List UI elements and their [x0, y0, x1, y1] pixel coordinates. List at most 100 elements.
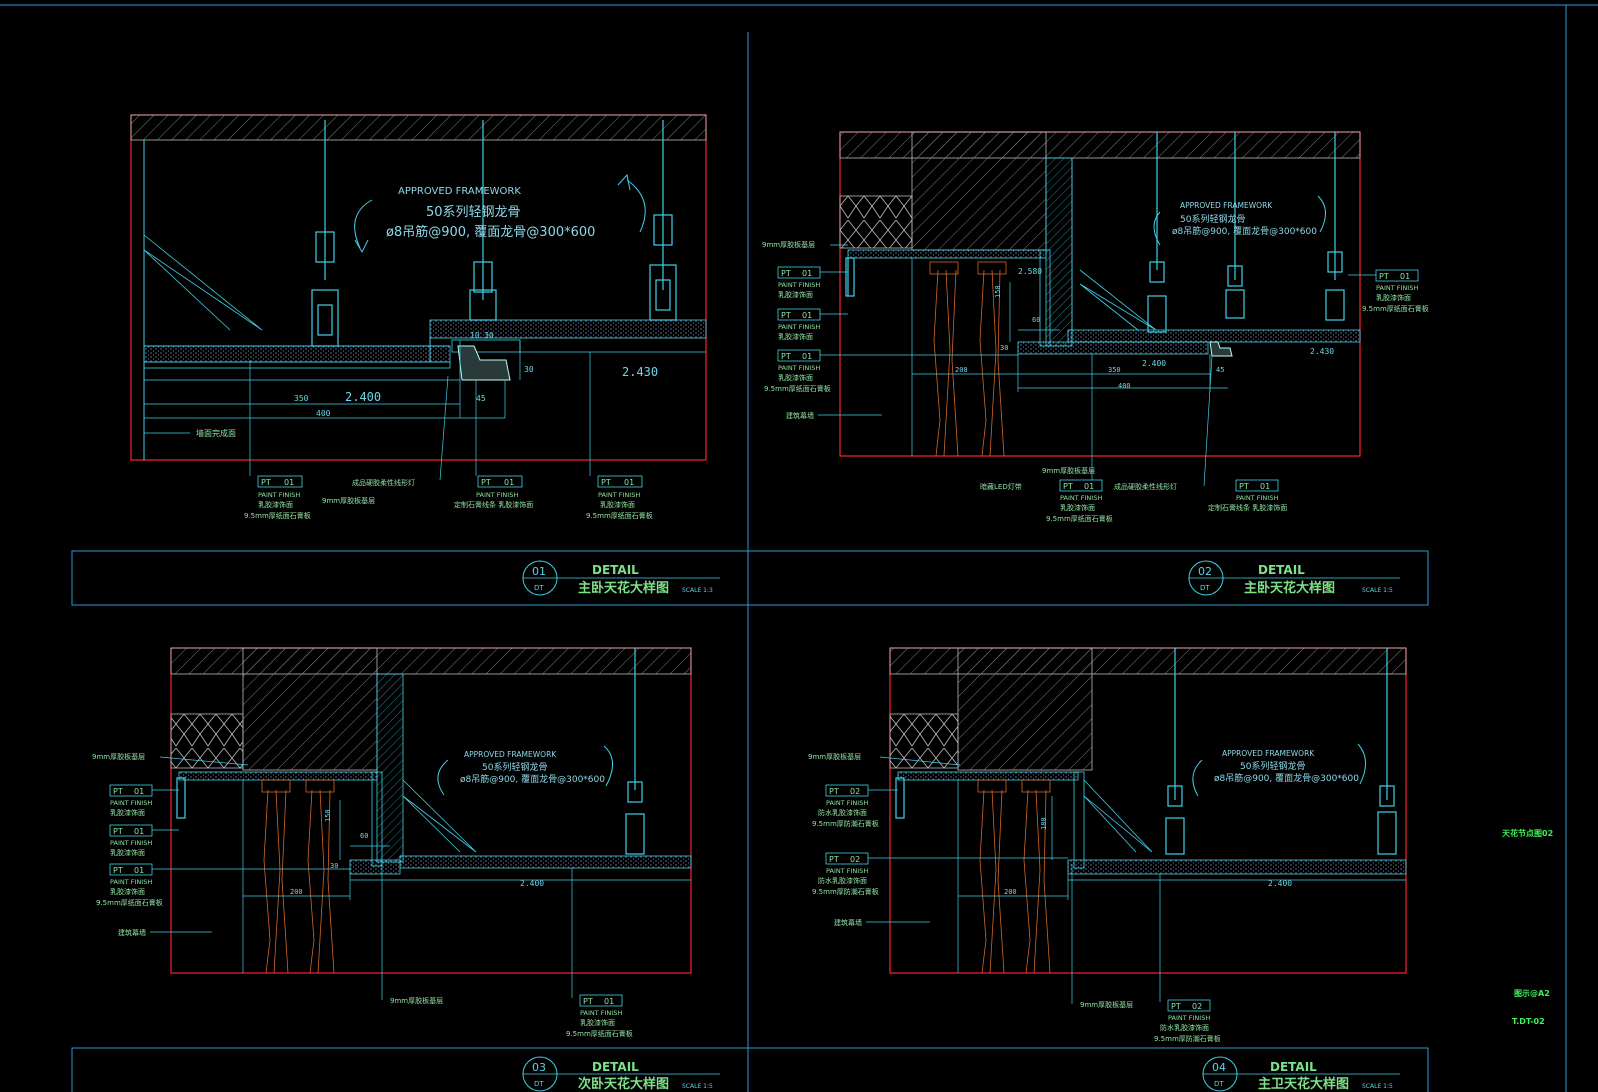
svg-text:150: 150	[994, 285, 1002, 298]
svg-text:01: 01	[134, 827, 144, 836]
pt-tag-left: PT 02 PAINT FINISH 防水乳胶漆饰面 9.5mm厚防潮石膏板	[812, 784, 898, 828]
svg-text:PT: PT	[829, 787, 839, 796]
svg-text:PT: PT	[113, 866, 123, 875]
svg-text:PAINT FINISH: PAINT FINISH	[778, 323, 820, 331]
hidden-led-label: 暗藏LED灯带	[980, 482, 1022, 491]
paper-size: 图示@A2	[1514, 989, 1550, 998]
dim-c: 45	[476, 394, 486, 403]
svg-text:防水乳胶漆饰面: 防水乳胶漆饰面	[818, 808, 867, 817]
svg-text:02: 02	[1198, 565, 1212, 578]
svg-text:ø8吊筋@900, 覆面龙骨@300*600: ø8吊筋@900, 覆面龙骨@300*600	[460, 773, 605, 785]
svg-text:50系列轻钢龙骨: 50系列轻钢龙骨	[1240, 760, 1305, 772]
svg-text:PT: PT	[583, 997, 593, 1006]
svg-text:PT: PT	[1379, 272, 1389, 281]
svg-text:乳胶漆饰面: 乳胶漆饰面	[1060, 503, 1095, 512]
svg-text:APPROVED FRAMEWORK: APPROVED FRAMEWORK	[1222, 749, 1315, 758]
svg-text:9.5mm厚防潮石膏板: 9.5mm厚防潮石膏板	[812, 887, 879, 896]
pt-tag: PT 01 PAINT FINISH 乳胶漆饰面 9.5mm厚纸面石膏板	[244, 360, 311, 520]
svg-text:01: 01	[1260, 482, 1270, 491]
svg-text:乳胶漆饰面: 乳胶漆饰面	[778, 332, 813, 341]
svg-text:9.5mm厚防潮石膏板: 9.5mm厚防潮石膏板	[812, 819, 879, 828]
led-label: 成品硬胶柔性线形灯	[1114, 482, 1177, 491]
framework-l2: 50系列轻钢龙骨	[426, 205, 521, 220]
svg-text:防水乳胶漆饰面: 防水乳胶漆饰面	[1160, 1023, 1209, 1032]
svg-text:9.5mm厚纸面石膏板: 9.5mm厚纸面石膏板	[1046, 514, 1113, 523]
svg-text:9.5mm厚纸面石膏板: 9.5mm厚纸面石膏板	[96, 898, 163, 907]
svg-text:60: 60	[360, 832, 368, 840]
detail-02-hangers	[845, 132, 1345, 333]
detail-01[interactable]: APPROVED FRAMEWORK 50系列轻钢龙骨 ø8吊筋@900, 覆面…	[130, 114, 720, 596]
svg-text:PAINT FINISH: PAINT FINISH	[110, 799, 152, 807]
svg-text:PT: PT	[1239, 482, 1249, 491]
pt-tag-left: PT 01 PAINT FINISH 乳胶漆饰面	[109, 784, 179, 817]
detail-04-hangers	[895, 648, 1397, 855]
svg-text:9.5mm厚纸面石膏板: 9.5mm厚纸面石膏板	[764, 384, 831, 393]
svg-text:PAINT FINISH: PAINT FINISH	[1060, 494, 1102, 502]
svg-text:乳胶漆饰面: 乳胶漆饰面	[110, 848, 145, 857]
svg-text:乳胶漆饰面: 乳胶漆饰面	[1376, 293, 1411, 302]
svg-text:2.430: 2.430	[1310, 347, 1334, 356]
svg-text:9.5mm厚纸面石膏板: 9.5mm厚纸面石膏板	[566, 1029, 633, 1038]
detail-02[interactable]: APPROVED FRAMEWORK 50系列轻钢龙骨 ø8吊筋@900, 覆面…	[762, 131, 1429, 596]
svg-text:30: 30	[330, 862, 338, 870]
detail-03-dimensions	[242, 780, 691, 973]
detail-03-title-block: 03 DT DETAIL 次卧天花大样图 SCALE 1:5	[522, 1056, 720, 1092]
dim-f: 30	[484, 331, 494, 340]
detail-01-slab	[130, 114, 707, 141]
svg-text:50系列轻钢龙骨: 50系列轻钢龙骨	[482, 761, 547, 773]
svg-text:SCALE 1:3: SCALE 1:3	[682, 587, 713, 594]
svg-text:乳胶漆饰面: 乳胶漆饰面	[258, 500, 293, 509]
svg-text:乳胶漆饰面: 乳胶漆饰面	[110, 808, 145, 817]
svg-text:APPROVED FRAMEWORK: APPROVED FRAMEWORK	[464, 750, 557, 759]
svg-text:01: 01	[802, 352, 812, 361]
detail-02-dimensions	[911, 258, 1228, 456]
svg-text:01: 01	[134, 787, 144, 796]
pt-tag-bottom: PT 01 PAINT FINISH 乳胶漆饰面 9.5mm厚纸面石膏板	[566, 868, 633, 1038]
detail-04[interactable]: APPROVED FRAMEWORK 50系列轻钢龙骨 ø8吊筋@900, 覆面…	[808, 647, 1407, 1092]
elevation-2: 2.430	[622, 365, 658, 379]
svg-text:PT: PT	[113, 827, 123, 836]
detail-03[interactable]: APPROVED FRAMEWORK 50系列轻钢龙骨 ø8吊筋@900, 覆面…	[92, 647, 720, 1092]
svg-text:乳胶漆饰面: 乳胶漆饰面	[110, 887, 145, 896]
pt-tag-left: PT 01 PAINT FINISH 乳胶漆饰面	[777, 266, 848, 299]
led-label: 成品硬胶柔性线形灯	[352, 478, 415, 487]
drawing-name: 天花节点图02	[1502, 828, 1553, 838]
svg-text:60: 60	[1032, 316, 1040, 324]
svg-text:DT: DT	[534, 584, 544, 592]
svg-text:01: 01	[802, 311, 812, 320]
detail-04-title-block: 04 DT DETAIL 主卫天花大样图 SCALE 1:5	[1202, 1056, 1400, 1092]
wall-finish-label: 墙面完成面	[196, 428, 236, 438]
svg-text:PAINT FINISH: PAINT FINISH	[1376, 284, 1418, 292]
pt-tag: PT 01 PAINT FINISH 定制石膏线条 乳胶漆饰面	[454, 380, 533, 509]
svg-text:01: 01	[134, 866, 144, 875]
drawing-number: T.DT-02	[1512, 1017, 1545, 1026]
svg-text:PAINT FINISH: PAINT FINISH	[1236, 494, 1278, 502]
svg-text:主卫天花大样图: 主卫天花大样图	[1258, 1076, 1349, 1092]
pt-tag-left: PT 02 PAINT FINISH 防水乳胶漆饰面 9.5mm厚防潮石膏板	[812, 852, 1068, 896]
svg-text:01: 01	[1084, 482, 1094, 491]
detail-02-framework-note: APPROVED FRAMEWORK 50系列轻钢龙骨 ø8吊筋@900, 覆面…	[1172, 201, 1317, 237]
pt-tag-left: PT 01 PAINT FINISH 乳胶漆饰面	[109, 824, 179, 857]
detail-03-curtain	[261, 779, 335, 974]
detail-01-boundary	[130, 114, 707, 461]
svg-text:PAINT FINISH: PAINT FINISH	[580, 1009, 622, 1017]
curtain-wall-label: 建筑幕墙	[786, 411, 814, 420]
base-label: 9mm厚胶板基层	[322, 496, 375, 505]
sheet-info: 天花节点图02 图示@A2 T.DT-02	[1502, 828, 1553, 1026]
svg-text:02: 02	[850, 855, 860, 864]
svg-text:9.5mm厚防潮石膏板: 9.5mm厚防潮石膏板	[1154, 1034, 1221, 1043]
svg-text:DETAIL: DETAIL	[1270, 1060, 1317, 1074]
svg-text:乳胶漆饰面: 乳胶漆饰面	[778, 373, 813, 382]
svg-text:PT: PT	[261, 478, 271, 487]
svg-text:PT: PT	[1063, 482, 1073, 491]
svg-text:2.400: 2.400	[1142, 359, 1166, 368]
svg-text:PAINT FINISH: PAINT FINISH	[110, 839, 152, 847]
svg-text:45: 45	[1216, 366, 1224, 374]
svg-text:180: 180	[1040, 817, 1048, 830]
svg-text:PT: PT	[481, 478, 491, 487]
svg-text:9.5mm厚纸面石膏板: 9.5mm厚纸面石膏板	[244, 511, 311, 520]
svg-text:DETAIL: DETAIL	[592, 1060, 639, 1074]
detail-02-title-block: 02 DT DETAIL 主卧天花大样图 SCALE 1:5	[1188, 560, 1400, 596]
svg-text:01: 01	[504, 478, 514, 487]
